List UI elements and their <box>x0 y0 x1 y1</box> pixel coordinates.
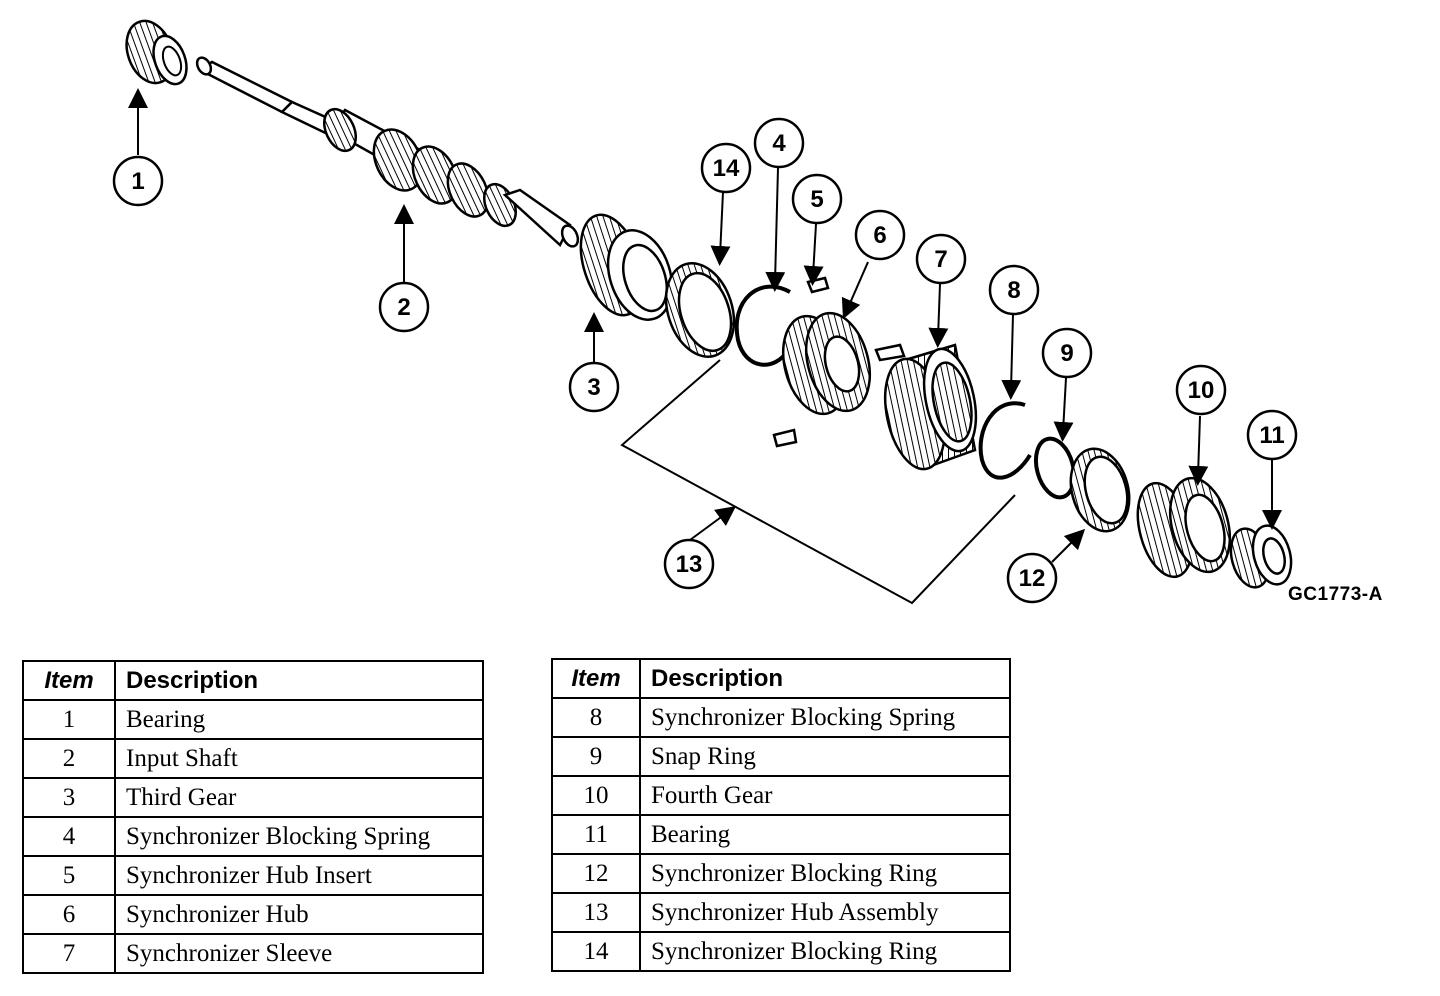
item-description: Synchronizer Blocking Spring <box>639 697 1011 738</box>
callout-6: 6 <box>854 209 906 261</box>
part-12-blocking-ring <box>1069 447 1131 533</box>
part-9-snap-ring <box>1033 436 1077 500</box>
item-number: 4 <box>22 816 116 857</box>
item-number: 13 <box>551 892 641 933</box>
part-14-blocking-ring <box>664 262 736 358</box>
part-10-fourth-gear <box>1136 476 1232 579</box>
part-8-blocking-spring <box>978 401 1032 480</box>
svg-text:7: 7 <box>934 246 947 273</box>
svg-text:10: 10 <box>1188 377 1215 404</box>
item-number: 9 <box>551 736 641 777</box>
callout-1: 1 <box>112 155 164 207</box>
item-number: 7 <box>22 933 116 974</box>
leader-lines <box>128 88 1282 563</box>
svg-text:6: 6 <box>873 222 886 249</box>
callout-13: 13 <box>663 538 715 590</box>
item-description: Synchronizer Hub <box>114 894 484 935</box>
description-column-header: Description <box>114 660 484 701</box>
svg-text:13: 13 <box>676 551 703 578</box>
svg-text:3: 3 <box>587 374 600 401</box>
callout-11: 11 <box>1246 409 1298 461</box>
part-1-bearing <box>125 19 188 86</box>
callout-2: 2 <box>378 281 430 333</box>
item-description: Snap Ring <box>639 736 1011 777</box>
callout-14: 14 <box>700 142 752 194</box>
item-number: 10 <box>551 775 641 816</box>
svg-text:11: 11 <box>1259 422 1284 449</box>
table-header-row: Item Description <box>551 658 1011 699</box>
item-number: 3 <box>22 777 116 818</box>
part-2-input-shaft <box>195 56 580 248</box>
callout-8: 8 <box>988 264 1040 316</box>
part-4-blocking-spring <box>734 284 791 367</box>
item-description: Synchronizer Blocking Ring <box>639 853 1011 894</box>
table-header-row: Item Description <box>22 660 484 701</box>
svg-text:8: 8 <box>1007 277 1020 304</box>
item-description: Fourth Gear <box>639 775 1011 816</box>
item-number: 6 <box>22 894 116 935</box>
svg-text:1: 1 <box>131 168 144 195</box>
item-number: 12 <box>551 853 641 894</box>
hub-assembly-bracket <box>620 359 1016 605</box>
item-description: Synchronizer Sleeve <box>114 933 484 974</box>
item-description: Bearing <box>639 814 1011 855</box>
callout-9: 9 <box>1041 327 1093 379</box>
item-description: Synchronizer Hub Assembly <box>639 892 1011 933</box>
callout-12: 12 <box>1006 552 1058 604</box>
item-number: 5 <box>22 855 116 896</box>
callout-10: 10 <box>1175 364 1227 416</box>
svg-text:14: 14 <box>713 155 740 182</box>
item-column-header: Item <box>22 660 116 701</box>
item-description: Bearing <box>114 699 484 740</box>
part-6-synchronizer-hub <box>782 311 871 416</box>
item-number: 8 <box>551 697 641 738</box>
svg-text:5: 5 <box>810 186 823 213</box>
item-number: 11 <box>551 814 641 855</box>
item-number: 14 <box>551 931 641 972</box>
figure-code: GC1773-A <box>1288 584 1383 605</box>
part-11-bearing <box>1229 524 1293 589</box>
part-7-synchronizer-sleeve <box>883 343 978 471</box>
item-number: 2 <box>22 738 116 779</box>
callout-3: 3 <box>568 361 620 413</box>
callout-5: 5 <box>791 173 843 225</box>
item-number: 1 <box>22 699 116 740</box>
svg-text:12: 12 <box>1019 565 1046 592</box>
callout-4: 4 <box>753 117 805 169</box>
svg-text:4: 4 <box>772 130 786 157</box>
part-3-third-gear <box>579 213 674 321</box>
item-description: Synchronizer Hub Insert <box>114 855 484 896</box>
svg-text:9: 9 <box>1060 340 1073 367</box>
item-column-header: Item <box>551 658 641 699</box>
description-column-header: Description <box>639 658 1011 699</box>
item-description: Synchronizer Blocking Ring <box>639 931 1011 972</box>
item-description: Synchronizer Blocking Spring <box>114 816 484 857</box>
item-description: Third Gear <box>114 777 484 818</box>
callout-7: 7 <box>915 233 967 285</box>
exploded-view-diagram: 1 2 3 4 5 6 7 8 9 10 11 12 13 14 <box>112 19 1298 605</box>
svg-text:2: 2 <box>397 294 410 321</box>
item-description: Input Shaft <box>114 738 484 779</box>
